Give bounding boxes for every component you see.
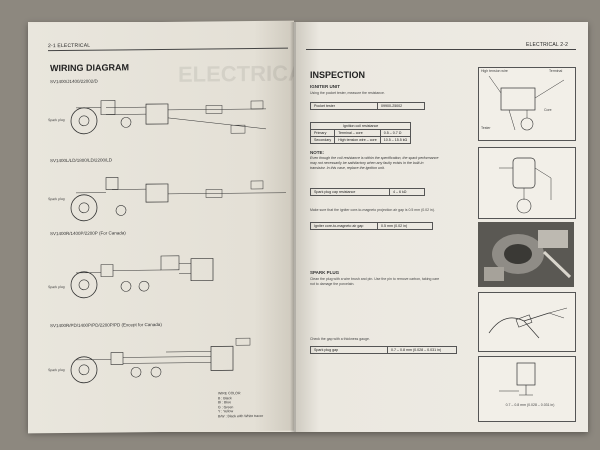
air-gap-value: 0.5 mm (0.02 in) xyxy=(377,222,433,230)
figure-plug-cap xyxy=(478,147,576,219)
cap-value: 4 – 6 kΩ xyxy=(389,188,425,196)
plug-cap-table: Spark plug cap resistance 4 – 6 kΩ xyxy=(310,188,425,196)
note-text: Even though the coil resistance is withi… xyxy=(310,156,439,170)
igniter-heading: IGNITER UNIT xyxy=(310,84,340,89)
figure-coil-test: High tension wire Terminal Tester Core xyxy=(478,67,576,141)
gap-value: 0.7 – 0.8 mm (0.028 – 0.031 in) xyxy=(387,346,457,354)
book-gutter xyxy=(290,22,300,432)
tester-label: Pocket tester xyxy=(310,102,378,110)
wiring-diagram-1 xyxy=(70,100,267,135)
coil-row-value: 0.5 – 0.7 Ω xyxy=(379,129,412,137)
pocket-tester-table: Pocket tester 09900-25002 xyxy=(310,102,425,110)
wiring-diagram-3 xyxy=(70,255,214,299)
coil-row-name: Primary xyxy=(309,129,336,137)
spark-plug-gap-table: Spark plug gap 0.7 – 0.8 mm (0.028 – 0.0… xyxy=(310,346,457,354)
gap-check-text: Check the gap with a thickness gauge. xyxy=(310,337,370,341)
spark-plug-heading: SPARK PLUG xyxy=(310,270,340,275)
coil-row-desc: High tension wire – core xyxy=(334,136,381,144)
figure-gap-value: 0.7 – 0.8 mm (0.028 – 0.031 in) xyxy=(505,403,555,407)
diagram-3-spark-plug-label: Spark plug xyxy=(48,285,65,290)
inspection-title: INSPECTION xyxy=(310,70,366,80)
legend-item: B/W : Black with White tracer xyxy=(218,413,264,419)
diagram-1-spark-plug-label: Spark plug xyxy=(48,118,65,123)
right-page: ELECTRICAL 2-2 INSPECTION IGNITER UNIT U… xyxy=(296,22,588,432)
air-gap-text: Make sure that the igniter core-to-magne… xyxy=(310,208,435,212)
label-high-tension: High tension wire xyxy=(481,69,508,73)
gap-label: Spark plug gap xyxy=(310,346,388,354)
air-gap-photo xyxy=(478,222,574,287)
air-gap-table: Igniter core-to-magneto air gap 0.5 mm (… xyxy=(310,222,433,230)
right-page-header: ELECTRICAL 2-2 xyxy=(526,42,569,48)
coil-resistance-table: Ignition coil resistance Primary Termina… xyxy=(309,122,412,144)
figure-plug-cleaning xyxy=(478,292,576,352)
spark-plug-text: Clean the plug with a wire brush and pin… xyxy=(310,277,440,286)
left-page-header: 2-1 ELECTRICAL xyxy=(48,42,91,50)
gap-measurement-drawing xyxy=(499,362,536,396)
wiring-diagram-4 xyxy=(70,337,251,384)
coil-row-name: Secondary xyxy=(309,136,336,144)
diagram-4-spark-plug-label: Spark plug xyxy=(48,368,65,373)
header-rule xyxy=(306,49,576,50)
wire-color-legend: WIRE COLOR B : Black Bl : Blue G : Green… xyxy=(218,391,263,419)
plug-cleaning-drawing xyxy=(488,307,568,339)
coil-test-drawing xyxy=(488,75,565,131)
coil-table-title: Ignition coil resistance xyxy=(309,122,412,130)
wiring-diagram-2 xyxy=(70,177,286,222)
manual-spread: 2-1 ELECTRICAL ELECTRICAL WIRING DIAGRAM… xyxy=(28,20,588,434)
tester-value: 09900-25002 xyxy=(377,102,425,110)
coil-row-value: 10.5 – 15.5 kΩ xyxy=(379,136,412,144)
diagram-2-spark-plug-label: Spark plug xyxy=(48,197,65,202)
figure-gap-measurement: 0.7 – 0.8 mm (0.028 – 0.031 in) xyxy=(478,356,576,422)
coil-row-desc: Terminal – core xyxy=(334,129,381,137)
wiring-diagram-title: WIRING DIAGRAM xyxy=(50,62,129,74)
air-gap-label: Igniter core-to-magneto air gap xyxy=(310,222,378,230)
left-page: 2-1 ELECTRICAL ELECTRICAL WIRING DIAGRAM… xyxy=(28,20,294,434)
cap-label: Spark plug cap resistance xyxy=(310,188,390,196)
igniter-intro: Using the pocket tester, measure the res… xyxy=(310,91,385,95)
note-title: NOTE: xyxy=(310,150,324,155)
label-core: Core xyxy=(544,108,552,112)
label-terminal: Terminal xyxy=(549,69,563,73)
plug-cap-drawing xyxy=(499,157,552,214)
label-tester: Tester xyxy=(481,126,491,130)
